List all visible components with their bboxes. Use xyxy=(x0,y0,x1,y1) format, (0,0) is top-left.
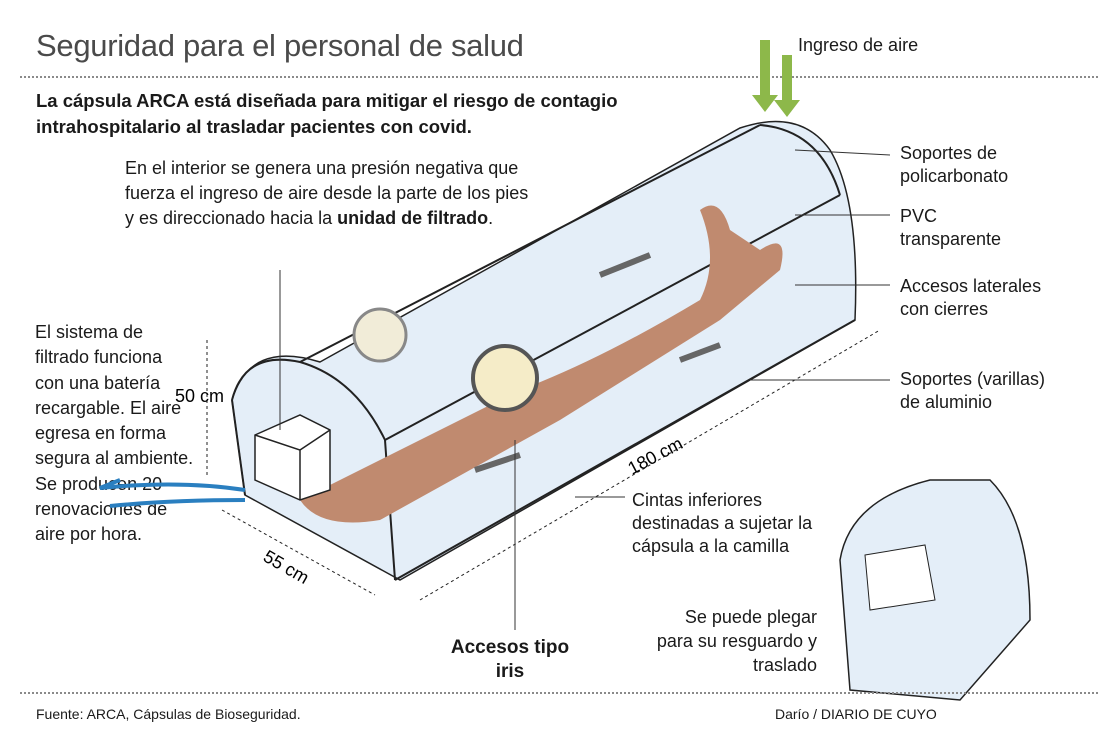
interior-text: En el interior se genera una presión neg… xyxy=(125,158,529,228)
source: Fuente: ARCA, Cápsulas de Bioseguridad. xyxy=(36,706,301,722)
top-divider xyxy=(20,76,1098,78)
folded-capsule xyxy=(839,479,1031,701)
label-iris: Accesos tipo iris xyxy=(450,637,570,682)
subtitle: La cápsula ARCA está diseñada para mitig… xyxy=(36,90,618,137)
label-fold: Se puede plegar para su resguardo y tras… xyxy=(656,607,817,675)
interior-text-end: . xyxy=(488,208,494,228)
label-aluminum: Soportes (varillas) de aluminio xyxy=(900,369,1046,412)
label-straps: Cintas inferiores destinadas a sujetar l… xyxy=(632,490,813,556)
width-dimension: 55 cm xyxy=(260,546,312,588)
page-title: Seguridad para el personal de salud xyxy=(36,28,524,63)
height-dimension: 50 cm xyxy=(175,386,224,406)
interior-text-bold: unidad de filtrado xyxy=(337,208,489,228)
label-supports-polycarbonate: Soportes de policarbonato xyxy=(900,143,1009,186)
credit: Darío / DIARIO DE CUYO xyxy=(775,706,937,722)
label-side-access: Accesos laterales con cierres xyxy=(900,276,1042,319)
label-pvc: PVC transparente xyxy=(900,206,1002,249)
bottom-divider xyxy=(20,692,1098,694)
label-air-intake: Ingreso de aire xyxy=(798,35,919,55)
capsule xyxy=(99,40,891,630)
interior-description: En el interior se genera una presión neg… xyxy=(125,156,535,231)
